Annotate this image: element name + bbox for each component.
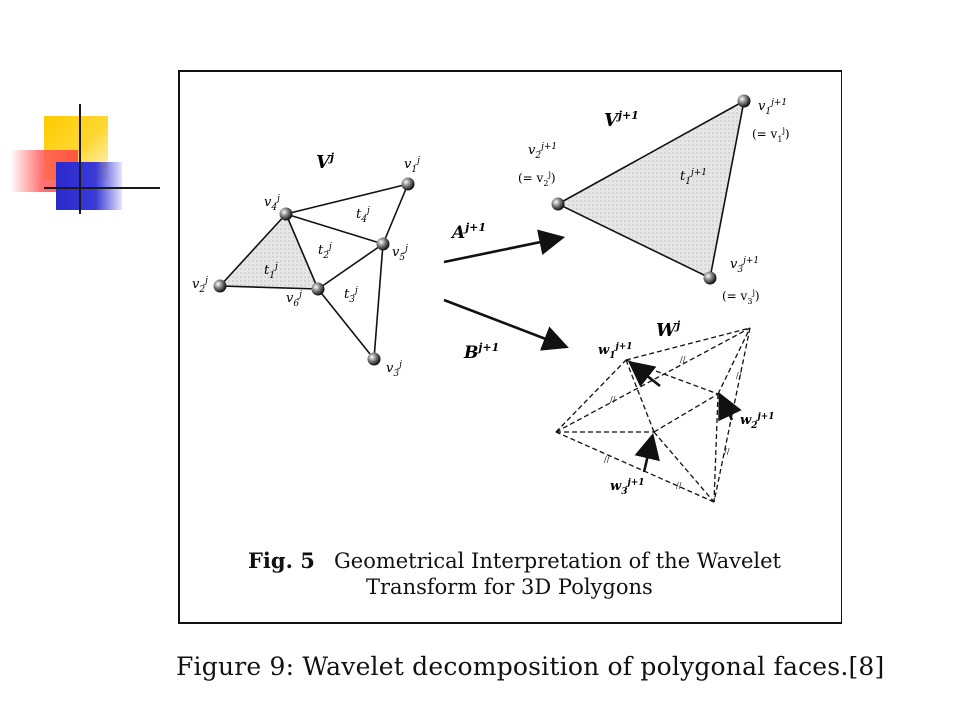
label-v1j: v1j <box>404 156 420 175</box>
blue-square <box>56 162 122 210</box>
figure-frame: Vj v1j v4j v2j v6j v5j v3j t1j t2j t3j t… <box>178 70 842 624</box>
wavelet-diagram: Vj v1j v4j v2j v6j v5j v3j t1j t2j t3j t… <box>192 94 790 503</box>
svg-text://: // <box>604 455 610 464</box>
label-t2j: t2j <box>318 242 332 261</box>
label-v2j: v2j <box>192 276 208 295</box>
label-w2: w2j+1 <box>740 412 775 431</box>
figure-title-line2: Transform for 3D Polygons <box>366 575 653 599</box>
vertex-v2j <box>213 279 227 293</box>
label-v6j: v6j <box>286 290 302 309</box>
vertex-v1j <box>401 177 415 191</box>
wavelet-mesh-wj: // // // // // // Wj w1j+1 w2j+1 w3j+1 <box>555 319 775 503</box>
arrows: Aj+1 Bj+1 <box>443 221 569 363</box>
parallel-marks: // // // // // // <box>604 355 742 490</box>
vertex-v5j <box>376 237 390 251</box>
label-Vj: Vj <box>316 151 334 173</box>
vertex-v3j <box>367 352 381 366</box>
label-t1j1: t1j+1 <box>680 168 707 187</box>
label-w1: w1j+1 <box>598 342 633 361</box>
label-Vj1: Vj+1 <box>604 109 639 131</box>
figure-label: Fig. 5 <box>248 548 315 573</box>
label-v2j1-eq: (= v2j) <box>518 170 556 188</box>
figure-title: Fig. 5 Geometrical Interpretation of the … <box>248 548 828 599</box>
svg-text://: // <box>680 355 686 364</box>
label-w3: w3j+1 <box>610 478 645 497</box>
vertex-v1j1 <box>737 94 751 108</box>
triangle-vj1: Vj+1 v1j+1 (= v1j) v2j+1 (= v2j) v3j+1 (… <box>518 94 790 306</box>
label-v1j1: v1j+1 <box>758 98 787 117</box>
label-A: Aj+1 <box>450 221 486 243</box>
vector-w2 <box>718 392 742 422</box>
label-Wj: Wj <box>656 319 680 341</box>
label-t4j: t4j <box>356 206 370 225</box>
figure-title-line1: Geometrical Interpretation of the Wavele… <box>334 549 781 573</box>
label-v1j1-eq: (= v1j) <box>752 126 790 144</box>
horizontal-rule <box>44 187 160 189</box>
wavelet-vectors <box>627 360 742 473</box>
label-t3j: t3j <box>344 286 358 305</box>
label-v3j1: v3j+1 <box>730 256 759 275</box>
svg-text://: // <box>676 481 682 490</box>
svg-text://: // <box>736 371 742 380</box>
arrow-B <box>443 298 569 351</box>
svg-text://: // <box>724 447 730 456</box>
coarse-face <box>556 99 746 280</box>
slide-corner-ornament-icon <box>0 0 170 230</box>
label-t1j: t1j <box>264 262 278 281</box>
label-v3j1-eq: (= v3j) <box>722 288 760 306</box>
arrow-A <box>443 229 566 264</box>
svg-text://: // <box>610 395 616 404</box>
vector-w3 <box>634 432 660 473</box>
vertex-v6j <box>311 282 325 296</box>
vertex-v3j1 <box>703 271 717 285</box>
label-v2j1: v2j+1 <box>528 142 557 161</box>
label-v3j: v3j <box>386 360 402 379</box>
label-v5j: v5j <box>392 244 408 263</box>
label-B: Bj+1 <box>463 341 499 363</box>
vertex-v4j <box>279 207 293 221</box>
page-caption: Figure 9: Wavelet decomposition of polyg… <box>176 652 885 681</box>
vector-w1 <box>627 360 661 388</box>
mesh-vj: Vj v1j v4j v2j v6j v5j v3j t1j t2j t3j t… <box>192 151 420 379</box>
vertex-v2j1 <box>551 197 565 211</box>
label-v4j: v4j <box>264 194 280 213</box>
vertical-rule <box>79 104 81 214</box>
